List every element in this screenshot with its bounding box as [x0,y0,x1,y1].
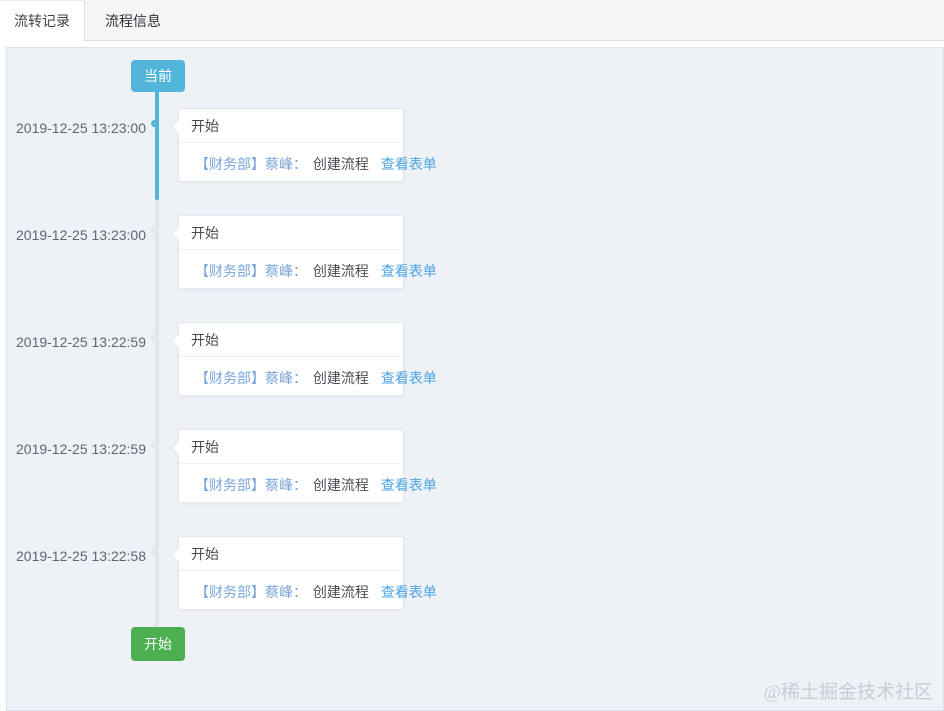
entry-body: 【财务部】蔡峰： 创建流程 查看表单 [179,250,437,281]
timeline-entry: 2019-12-25 13:22:59 开始 【财务部】蔡峰： 创建流程 查看表… [7,429,943,504]
entry-actor: 【财务部】蔡峰： [195,156,307,172]
entry-body: 【财务部】蔡峰： 创建流程 查看表单 [179,464,437,495]
entry-timestamp: 2019-12-25 13:22:59 [16,441,146,457]
entry-timestamp: 2019-12-25 13:22:58 [16,548,146,564]
entry-body: 【财务部】蔡峰： 创建流程 查看表单 [179,571,437,602]
timeline-node-icon [151,227,158,234]
timeline-node-icon [151,548,158,555]
entry-timestamp: 2019-12-25 13:23:00 [16,120,146,136]
entry-actor: 【财务部】蔡峰： [195,477,307,493]
view-form-link[interactable]: 查看表单 [380,263,437,279]
timeline-line-active [155,76,159,200]
entry-action: 创建流程 [312,263,369,279]
entry-title: 开始 [179,109,403,143]
entry-title: 开始 [179,430,403,464]
timeline-entry: 2019-12-25 13:22:58 开始 【财务部】蔡峰： 创建流程 查看表… [7,536,943,611]
entry-action: 创建流程 [312,156,369,172]
entry-timestamp: 2019-12-25 13:22:59 [16,334,146,350]
entry-body: 【财务部】蔡峰： 创建流程 查看表单 [179,357,437,388]
entry-body: 【财务部】蔡峰： 创建流程 查看表单 [179,143,437,174]
entry-title: 开始 [179,216,403,250]
entry-card: 开始 【财务部】蔡峰： 创建流程 查看表单 [170,536,437,610]
tab-label: 流转记录 [14,13,70,29]
entry-title: 开始 [179,537,403,571]
entry-action: 创建流程 [312,370,369,386]
entry-action: 创建流程 [312,477,369,493]
entry-action: 创建流程 [312,584,369,600]
timeline-entry: 2019-12-25 13:22:59 开始 【财务部】蔡峰： 创建流程 查看表… [7,322,943,397]
view-form-link[interactable]: 查看表单 [380,584,437,600]
entry-card: 开始 【财务部】蔡峰： 创建流程 查看表单 [170,215,437,289]
timeline-node-icon [151,441,158,448]
entry-actor: 【财务部】蔡峰： [195,584,307,600]
timeline-entry: 2019-12-25 13:23:00 开始 【财务部】蔡峰： 创建流程 查看表… [7,108,943,183]
entry-actor: 【财务部】蔡峰： [195,263,307,279]
entry-card: 开始 【财务部】蔡峰： 创建流程 查看表单 [170,108,437,182]
view-form-link[interactable]: 查看表单 [380,477,437,493]
timeline-node-icon [151,334,158,341]
tab-process-info[interactable]: 流程信息 [85,0,181,41]
view-form-link[interactable]: 查看表单 [380,370,437,386]
entry-card: 开始 【财务部】蔡峰： 创建流程 查看表单 [170,429,437,503]
tab-bar: 流转记录 流程信息 [0,0,944,41]
timeline-panel: 当前 2019-12-25 13:23:00 开始 【财务部】蔡峰： 创建流程 … [6,47,944,711]
entry-title: 开始 [179,323,403,357]
tab-circulation-record[interactable]: 流转记录 [0,0,85,41]
start-badge: 开始 [131,627,185,661]
timeline-node-icon [151,120,158,127]
current-badge: 当前 [131,60,185,92]
timeline-line [155,200,159,628]
view-form-link[interactable]: 查看表单 [380,156,437,172]
tab-label: 流程信息 [105,12,161,29]
watermark: @稀土掘金技术社区 [763,682,934,703]
timeline-entry: 2019-12-25 13:23:00 开始 【财务部】蔡峰： 创建流程 查看表… [7,215,943,290]
entry-actor: 【财务部】蔡峰： [195,370,307,386]
entry-card: 开始 【财务部】蔡峰： 创建流程 查看表单 [170,322,437,396]
entry-timestamp: 2019-12-25 13:23:00 [16,227,146,243]
